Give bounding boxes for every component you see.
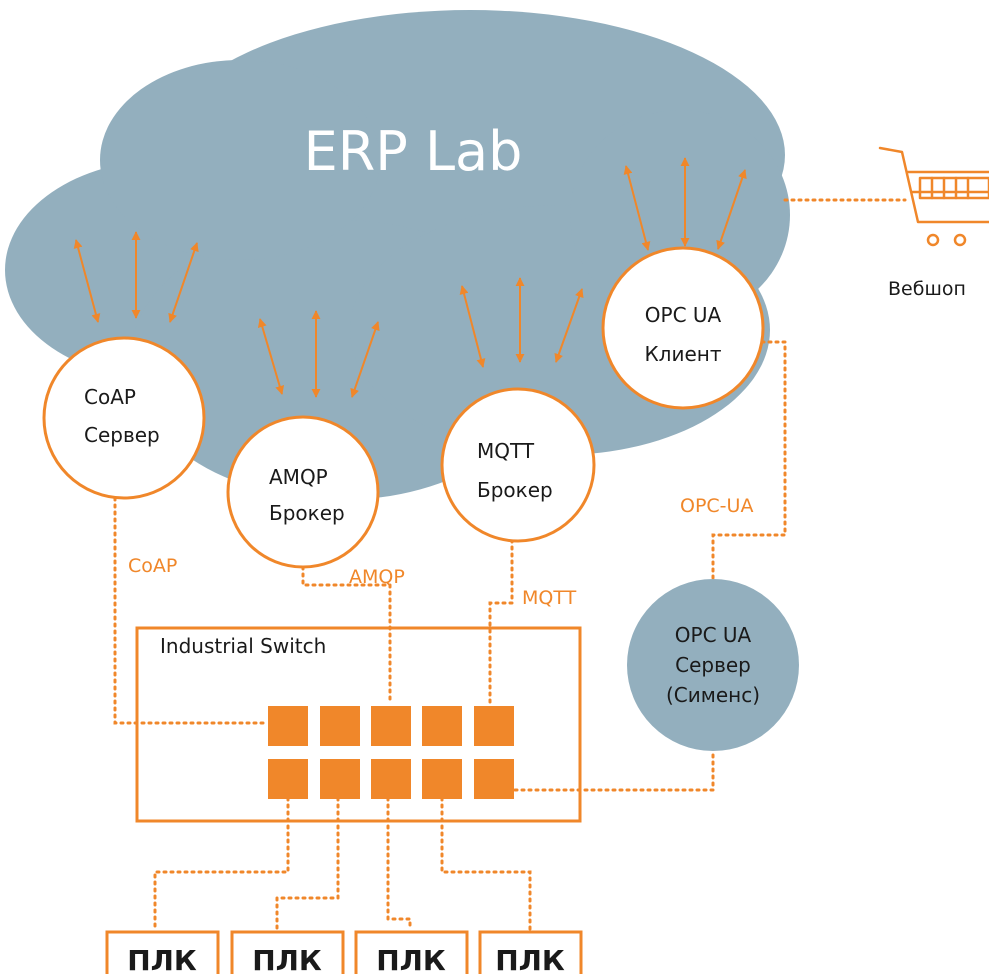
switch-port [422,759,462,799]
switch-port [474,759,514,799]
switch-ports [268,706,514,799]
opcua-server-line1: OPC UA [675,623,752,647]
opcua-server-line2: Сервер [675,653,751,677]
switch-label: Industrial Switch [160,634,326,658]
protocol-label-mqtt: MQTT [522,587,577,609]
coap-server-line2: Сервер [84,423,160,447]
opcua-client-line1: OPC UA [645,303,722,327]
plc-1: ПЛК [105,930,220,974]
cloud-title: ERP Lab [304,120,523,183]
mqtt-broker-line1: MQTT [477,439,535,463]
switch-port [371,759,411,799]
plc-4: ПЛК [478,930,583,974]
amqp-link [301,565,392,706]
plc-2-label: ПЛК [252,944,322,974]
coap-server-line1: CoAP [84,385,136,409]
opcua-server-link [513,753,715,792]
amqp-broker-line2: Брокер [269,501,345,525]
amqp-broker-node: AMQP Брокер [226,415,380,569]
plc-1-label: ПЛК [127,944,197,974]
plc-link-2 [275,796,340,932]
shopping-cart-icon [878,146,989,247]
plc-3: ПЛК [354,930,469,974]
amqp-broker-line1: AMQP [269,465,328,489]
opcua-client-node: OPC UA Клиент [601,246,765,410]
opcua-server-line3: (Сименс) [666,683,760,707]
protocol-label-opcua: OPC-UA [680,495,753,517]
protocol-label-amqp: AMQP [349,566,405,588]
plc-4-label: ПЛК [495,944,565,974]
protocol-label-coap: CoAP [128,555,177,577]
data-flow-arrows [73,157,747,398]
mqtt-link [488,538,514,708]
switch-port [371,706,411,746]
switch-port [320,706,360,746]
switch-port [268,759,308,799]
switch-port [422,706,462,746]
industrial-switch: Industrial Switch [135,626,582,823]
plc-link-3 [386,796,412,932]
switch-port [474,706,514,746]
coap-server-node: CoAP Сервер [42,336,206,500]
opcua-client-line2: Клиент [644,342,721,366]
opcua-client-link [711,340,787,590]
switch-port [320,759,360,799]
opcua-server-node: OPC UA Сервер (Сименс) [627,579,799,751]
switch-port [268,706,308,746]
mqtt-broker-line2: Брокер [477,478,553,502]
plc-link-1 [153,796,290,932]
plc-2: ПЛК [230,930,345,974]
mqtt-broker-node: MQTT Брокер [440,387,596,543]
plc-3-label: ПЛК [376,944,446,974]
coap-link [113,496,267,725]
plc-link-4 [440,796,532,932]
webshop-label: Вебшоп [888,278,966,300]
